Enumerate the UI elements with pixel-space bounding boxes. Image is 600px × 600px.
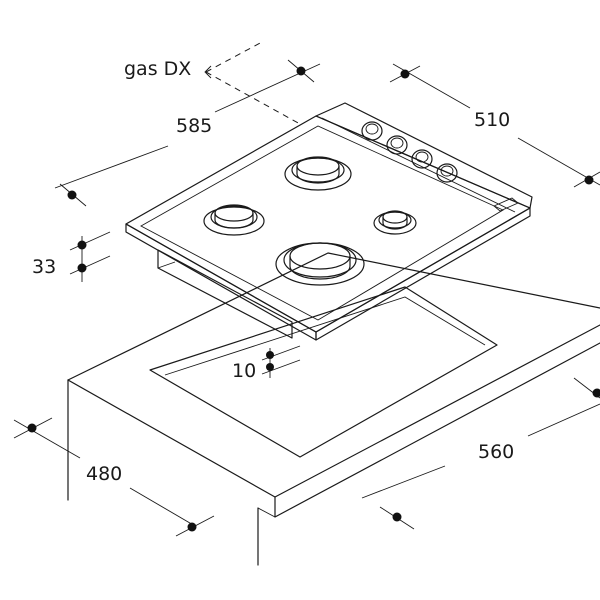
dimension-480	[13, 417, 215, 537]
countertop	[67, 252, 600, 566]
cutout-gap-label: 10	[232, 360, 257, 382]
knob-1-icon	[361, 121, 383, 141]
burner-rear	[284, 156, 352, 191]
burner-right-small	[373, 210, 417, 235]
hob-depth-label: 585	[176, 115, 213, 137]
control-knobs	[361, 121, 458, 183]
hob-width-label: 510	[474, 109, 511, 131]
hob-underside	[157, 249, 293, 339]
dimension-510	[389, 63, 600, 188]
cutout-depth-label: 480	[86, 463, 123, 485]
hob-height-label: 33	[32, 256, 57, 278]
cutout-width-label: 560	[478, 441, 515, 463]
hob-plate	[125, 102, 533, 341]
gas-connection-lines	[204, 41, 301, 125]
burner-front-large	[275, 242, 365, 286]
dimension-10	[261, 345, 301, 378]
knob-3-icon	[411, 149, 433, 169]
burner-left	[203, 204, 265, 236]
gas-connection-label: gas DX	[124, 58, 192, 80]
dimension-33	[69, 231, 111, 282]
knob-2-icon	[386, 135, 408, 155]
knob-4-icon	[436, 163, 458, 183]
countertop-cutout	[149, 286, 498, 458]
dimension-560	[361, 377, 600, 530]
dimension-585	[54, 59, 321, 207]
